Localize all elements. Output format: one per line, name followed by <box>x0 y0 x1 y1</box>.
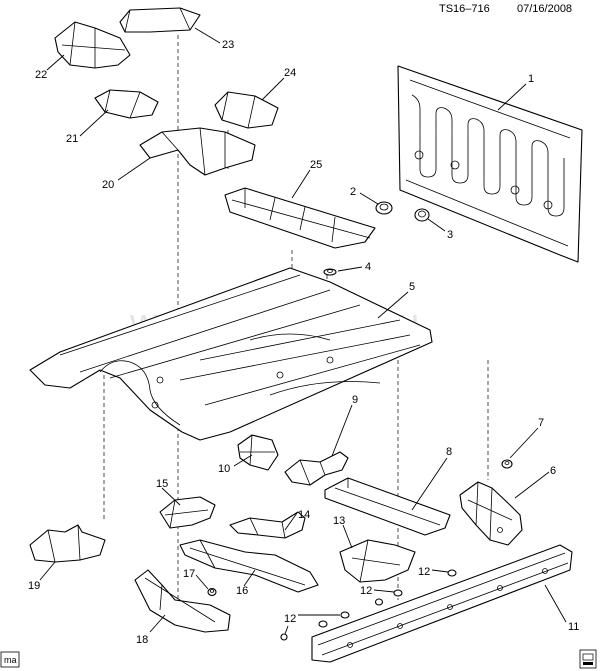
callout-12a: 12 <box>418 566 430 578</box>
part-15-bracket <box>159 496 216 529</box>
drawing-id: TS16–716 <box>439 3 490 15</box>
callout-24: 24 <box>284 67 296 79</box>
callout-3: 3 <box>447 229 453 241</box>
callout-5: 5 <box>409 281 415 293</box>
part-12-bolt-c <box>280 611 350 641</box>
drawing-date: 07/16/2008 <box>517 3 572 15</box>
callouts: 1 2 3 4 5 6 7 8 9 10 11 12 12 12 13 14 1… <box>28 39 579 646</box>
part-18-rail <box>134 569 231 633</box>
part-4-grommet <box>323 268 337 276</box>
callout-18: 18 <box>136 634 148 646</box>
callout-12c: 12 <box>284 613 296 625</box>
part-7-grommet <box>501 459 513 469</box>
callout-6: 6 <box>550 465 556 477</box>
part-24-bracket <box>214 91 279 129</box>
part-16-rail <box>179 539 319 593</box>
print-icon <box>579 649 597 669</box>
part-20-support <box>139 127 256 176</box>
callout-13: 13 <box>333 515 345 527</box>
callout-14: 14 <box>298 509 310 521</box>
part-9-bracket <box>284 451 349 486</box>
callout-22: 22 <box>35 69 47 81</box>
part-11-side-sill <box>311 544 573 663</box>
part-23-bracket <box>119 7 201 33</box>
leader-lines <box>39 27 567 635</box>
part-19-bracket <box>29 524 106 563</box>
callout-7: 7 <box>538 417 544 429</box>
part-5-floor-panel <box>29 267 433 441</box>
callout-20: 20 <box>102 179 114 191</box>
part-14-bracket <box>229 511 306 539</box>
callout-21: 21 <box>66 133 78 145</box>
callout-23: 23 <box>222 39 234 51</box>
callout-2: 2 <box>350 186 356 198</box>
part-3-plug <box>414 208 430 222</box>
callout-9: 9 <box>352 394 358 406</box>
part-10-bracket <box>237 434 279 471</box>
callout-17: 17 <box>183 568 195 580</box>
callout-1: 1 <box>528 73 534 85</box>
callout-8: 8 <box>446 446 452 458</box>
part-22-bracket <box>54 21 131 69</box>
callout-12b: 12 <box>360 585 372 597</box>
corner-label-box: ma <box>0 651 20 668</box>
corner-label: ma <box>4 655 17 665</box>
callout-4: 4 <box>365 261 371 273</box>
part-2-plug <box>375 201 393 215</box>
part-8-crossmember <box>324 477 451 536</box>
part-6-bracket <box>459 481 523 546</box>
part-13-reinforcement <box>339 539 416 583</box>
part-25-crossmember <box>224 187 376 249</box>
callout-10: 10 <box>218 463 230 475</box>
callout-19: 19 <box>28 580 40 592</box>
callout-15: 15 <box>156 478 168 490</box>
callout-25: 25 <box>310 159 322 171</box>
part-21-bracket <box>94 89 159 119</box>
part-1-rear-panel <box>397 65 583 263</box>
part-12-bolt-a <box>447 569 457 577</box>
part-17-grommet <box>207 587 217 597</box>
callout-16: 16 <box>236 585 248 597</box>
callout-11: 11 <box>568 621 579 633</box>
part-12-bolt-b <box>374 589 403 606</box>
